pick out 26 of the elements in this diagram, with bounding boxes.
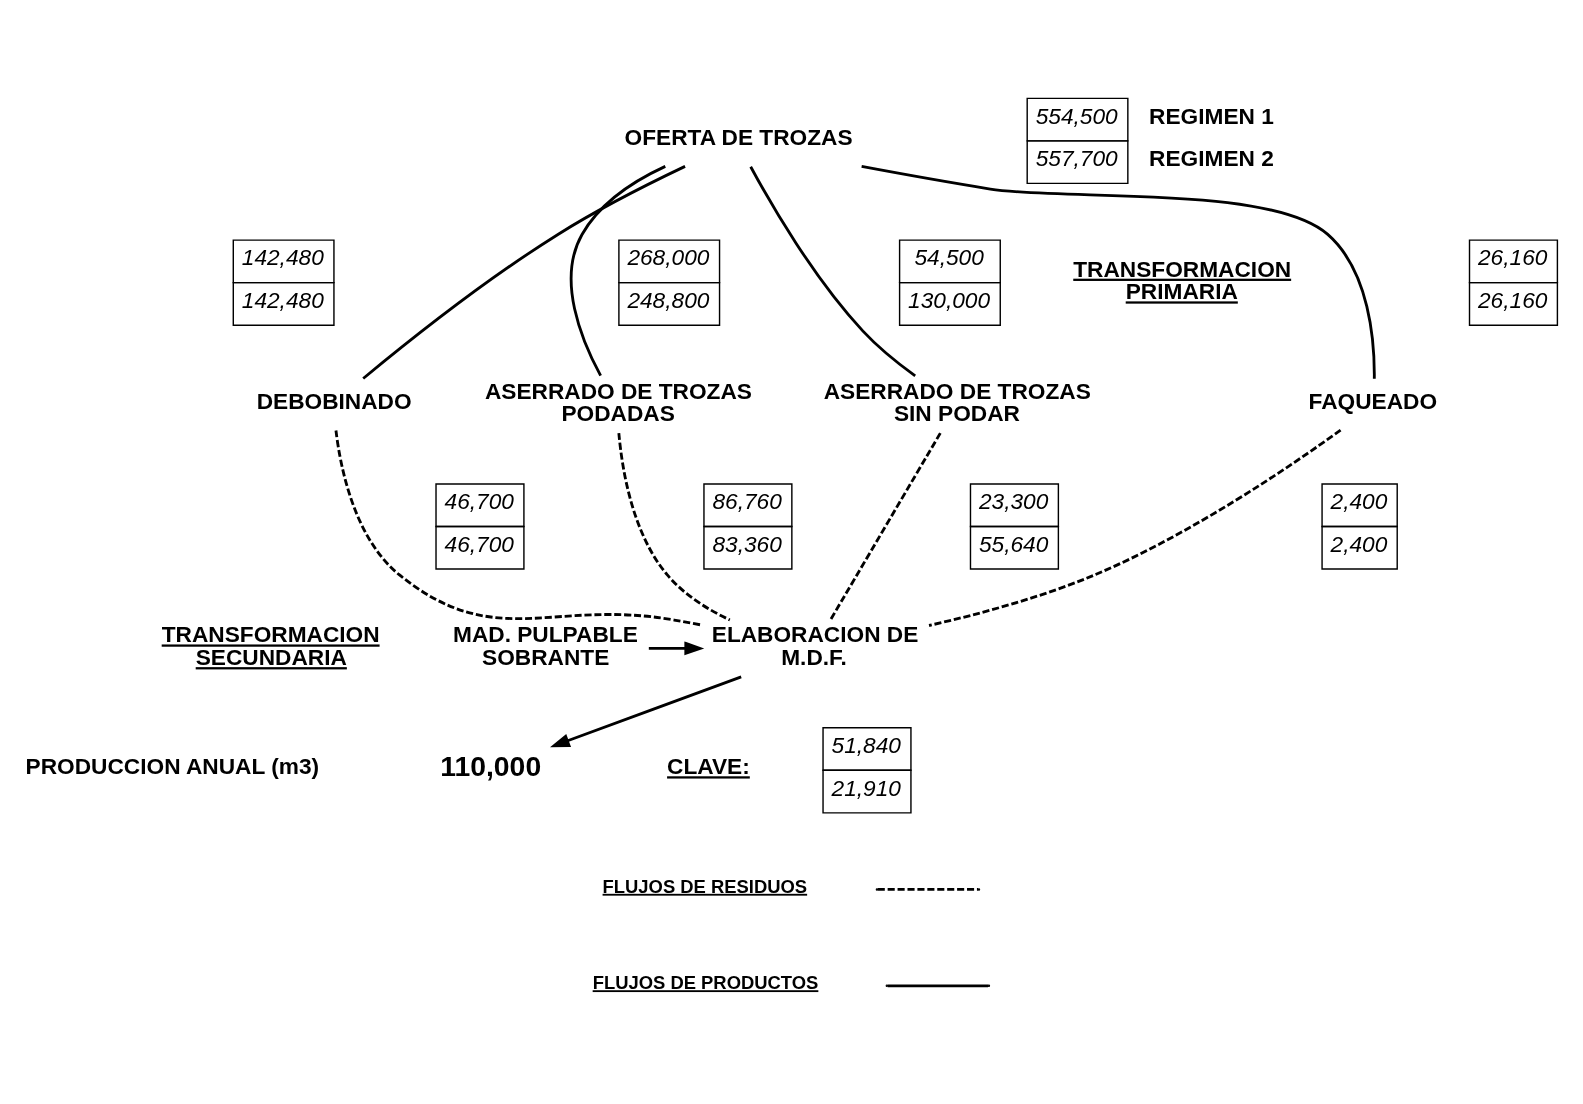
connector	[617, 432, 731, 622]
node-text: ELABORACION DE M.D.F.	[711, 621, 919, 671]
node-text: OFERTA DE TROZAS	[624, 123, 853, 150]
node-text: FAQUEADO	[1308, 387, 1438, 414]
label: PRODUCCION ANUAL (m3)	[25, 753, 320, 780]
node-text: MAD. PULPABLE SOBRANTE	[453, 621, 638, 671]
connector	[569, 165, 666, 377]
label: CLAVE:	[667, 753, 750, 780]
label: TRANSFORMACION SECUNDARIA	[161, 621, 380, 671]
connector	[928, 428, 1342, 627]
legend-label: FLUJOS DE PRODUCTOS	[592, 972, 819, 994]
legend-label: FLUJOS DE RESIDUOS	[602, 875, 808, 897]
label: TRANSFORMACION PRIMARIA	[1073, 255, 1292, 305]
node-label: REGIMEN 2	[1149, 145, 1274, 172]
connector	[829, 432, 942, 621]
connector	[362, 165, 686, 380]
connector	[861, 165, 1376, 379]
node-text: ASERRADO DE TROZAS PODADAS	[484, 377, 752, 427]
node-text: DEBOBINADO	[256, 387, 412, 414]
node-label: REGIMEN 1	[1149, 102, 1274, 129]
arrow	[549, 675, 742, 748]
connector	[749, 166, 917, 378]
node-text: ASERRADO DE TROZAS SIN PODAR	[823, 377, 1091, 427]
node-text: 110,000	[440, 749, 542, 782]
connector	[334, 430, 701, 627]
arrow	[648, 641, 705, 656]
